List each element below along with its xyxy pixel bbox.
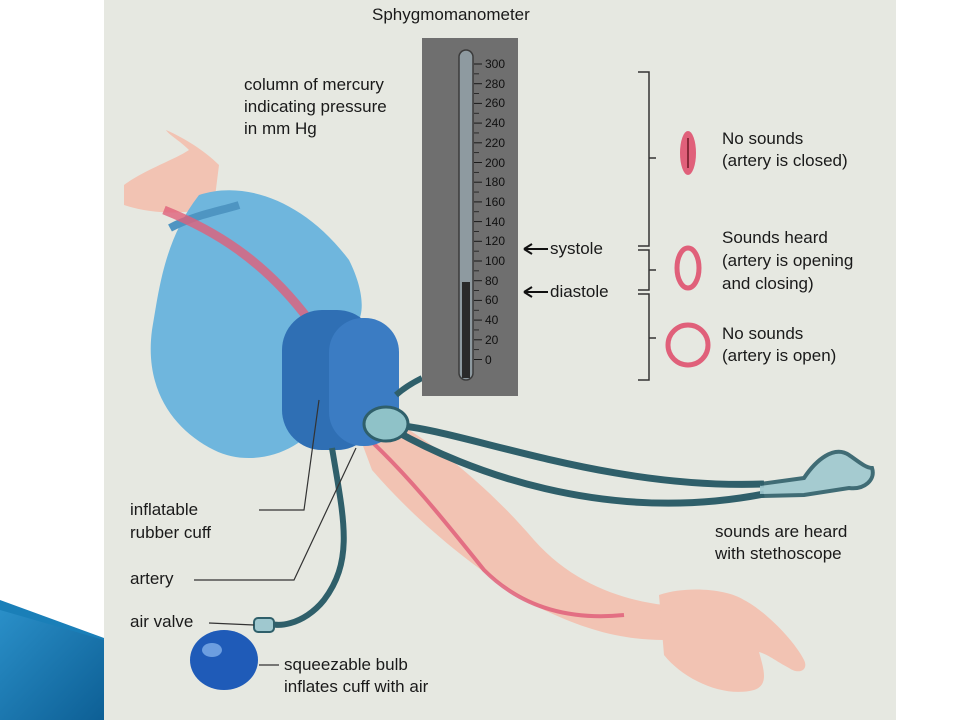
opening-state-line-1: Sounds heard — [722, 228, 828, 247]
systole-arrow — [523, 243, 548, 255]
open-state-line-2: (artery is open) — [722, 346, 837, 365]
diagram-artwork — [124, 38, 875, 692]
open-state-line-1: No sounds — [722, 324, 804, 343]
scale-tick-label: 160 — [485, 194, 506, 209]
open-artery-icon — [665, 322, 711, 368]
bulb-label-line-2: inflates cuff with air — [284, 677, 429, 696]
air-valve — [253, 617, 275, 633]
bulb-label-line-1: squeezable bulb — [284, 655, 408, 674]
scale-tick-label: 100 — [485, 254, 506, 268]
cuff-label-line-2: rubber cuff — [130, 523, 211, 542]
opening-state-line-3: and closing) — [722, 274, 814, 293]
valve-label: air valve — [130, 612, 194, 631]
closed-artery-icon — [680, 131, 696, 175]
closed-state-line-2: (artery is closed) — [722, 151, 848, 170]
scale-tick-label: 260 — [485, 96, 506, 111]
hand — [659, 589, 806, 692]
mercury-label-line-1: column of mercury — [244, 75, 384, 94]
partially-open-artery-icon — [674, 245, 702, 291]
valve-leader-line — [208, 622, 255, 626]
bulb-tube — [261, 447, 347, 628]
forearm — [344, 395, 715, 640]
upper-arm-artery — [162, 205, 313, 323]
blood-pressure-diagram: Sphygmomanometer column of mercury indic… — [104, 0, 896, 720]
mercury-column — [462, 282, 470, 378]
artery-label: artery — [130, 569, 174, 588]
scale-tick-label: 80 — [485, 273, 499, 288]
squeezable-bulb — [190, 630, 258, 690]
scale-tick-label: 120 — [485, 234, 506, 249]
forearm-artery — [357, 428, 625, 619]
scale-tick-label: 0 — [485, 352, 492, 367]
scale-tick-label: 180 — [485, 175, 506, 190]
scale-tick-label: 300 — [485, 57, 506, 71]
diagram-title: Sphygmomanometer — [372, 5, 530, 24]
scale-tick-label: 140 — [485, 214, 506, 229]
scale-tick-label: 280 — [485, 76, 506, 91]
open-bracket — [638, 293, 656, 381]
opening-state-line-2: (artery is opening — [722, 251, 854, 270]
closed-bracket — [638, 71, 656, 247]
stethoscope-tube-1 — [393, 421, 765, 488]
stethoscope-label-line-1: sounds are heard — [715, 522, 848, 541]
upper-hand-shape — [124, 130, 219, 213]
cuff-leader-line — [259, 399, 320, 511]
artery-leader-line — [194, 447, 357, 581]
stethoscope-chestpiece — [362, 405, 410, 443]
scale-tick-label: 240 — [485, 116, 506, 131]
mercury-label-line-3: in mm Hg — [244, 119, 317, 138]
closed-state-line-1: No sounds — [722, 129, 804, 148]
scale-tick-label: 40 — [485, 313, 499, 328]
mercury-label-line-2: indicating pressure — [244, 97, 387, 116]
scale-tick-marks — [474, 63, 482, 360]
stethoscope-earpieces — [759, 449, 875, 498]
slide-corner-accent — [0, 600, 104, 720]
stethoscope-label-line-2: with stethoscope — [715, 544, 842, 563]
stethoscope-tube-2 — [392, 426, 765, 507]
scale-tick-label: 60 — [485, 293, 499, 308]
scale-tick-label: 20 — [485, 332, 499, 347]
opening-bracket — [638, 249, 656, 291]
cuff-label-line-1: inflatable — [130, 500, 199, 519]
scale-tick-label: 220 — [485, 135, 506, 150]
systole-label: systole — [550, 239, 603, 258]
diastole-arrow — [523, 286, 548, 298]
scale-tick-label: 200 — [485, 155, 506, 170]
diastole-label: diastole — [550, 282, 609, 301]
